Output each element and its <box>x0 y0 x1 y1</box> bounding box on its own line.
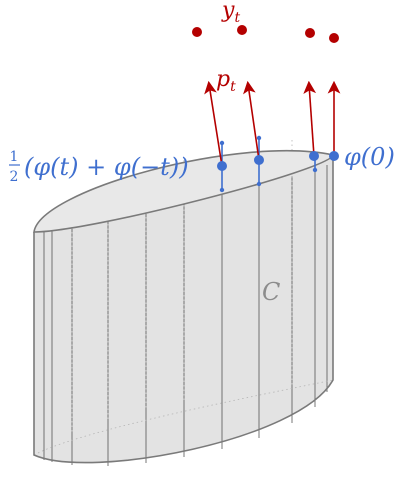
point-phi0 <box>329 151 339 161</box>
cylinder-body <box>34 155 333 463</box>
label-C: C <box>262 278 280 306</box>
p-arrow-3 <box>303 80 317 157</box>
svg-text:(φ(t) + φ(−t)): (φ(t) + φ(−t)) <box>24 153 189 181</box>
hidden-lines <box>33 140 334 456</box>
p-arrows <box>204 80 341 167</box>
y-point-4 <box>329 33 339 43</box>
label-phi0: φ(0) <box>344 143 395 171</box>
y-point-3 <box>305 28 315 38</box>
point-phi-avg-1 <box>217 161 227 171</box>
blue-small-points <box>219 135 318 193</box>
p-arrow-1 <box>204 80 223 167</box>
point-phi-avg-3 <box>309 151 319 161</box>
y-point-1 <box>192 27 202 37</box>
point-phi-avg-2 <box>254 155 264 165</box>
label-p-t: pt <box>216 67 236 95</box>
y-points <box>192 25 339 43</box>
label-half-average: 1 2 (φ(t) + φ(−t)) <box>9 149 189 185</box>
svg-text:1: 1 <box>10 149 19 165</box>
phi-points <box>217 151 339 171</box>
p-arrow-2 <box>243 80 260 161</box>
cylinder-outline <box>33 155 334 464</box>
label-y-t: yt <box>221 0 240 26</box>
y-point-2 <box>237 25 247 35</box>
svg-text:2: 2 <box>10 169 19 185</box>
